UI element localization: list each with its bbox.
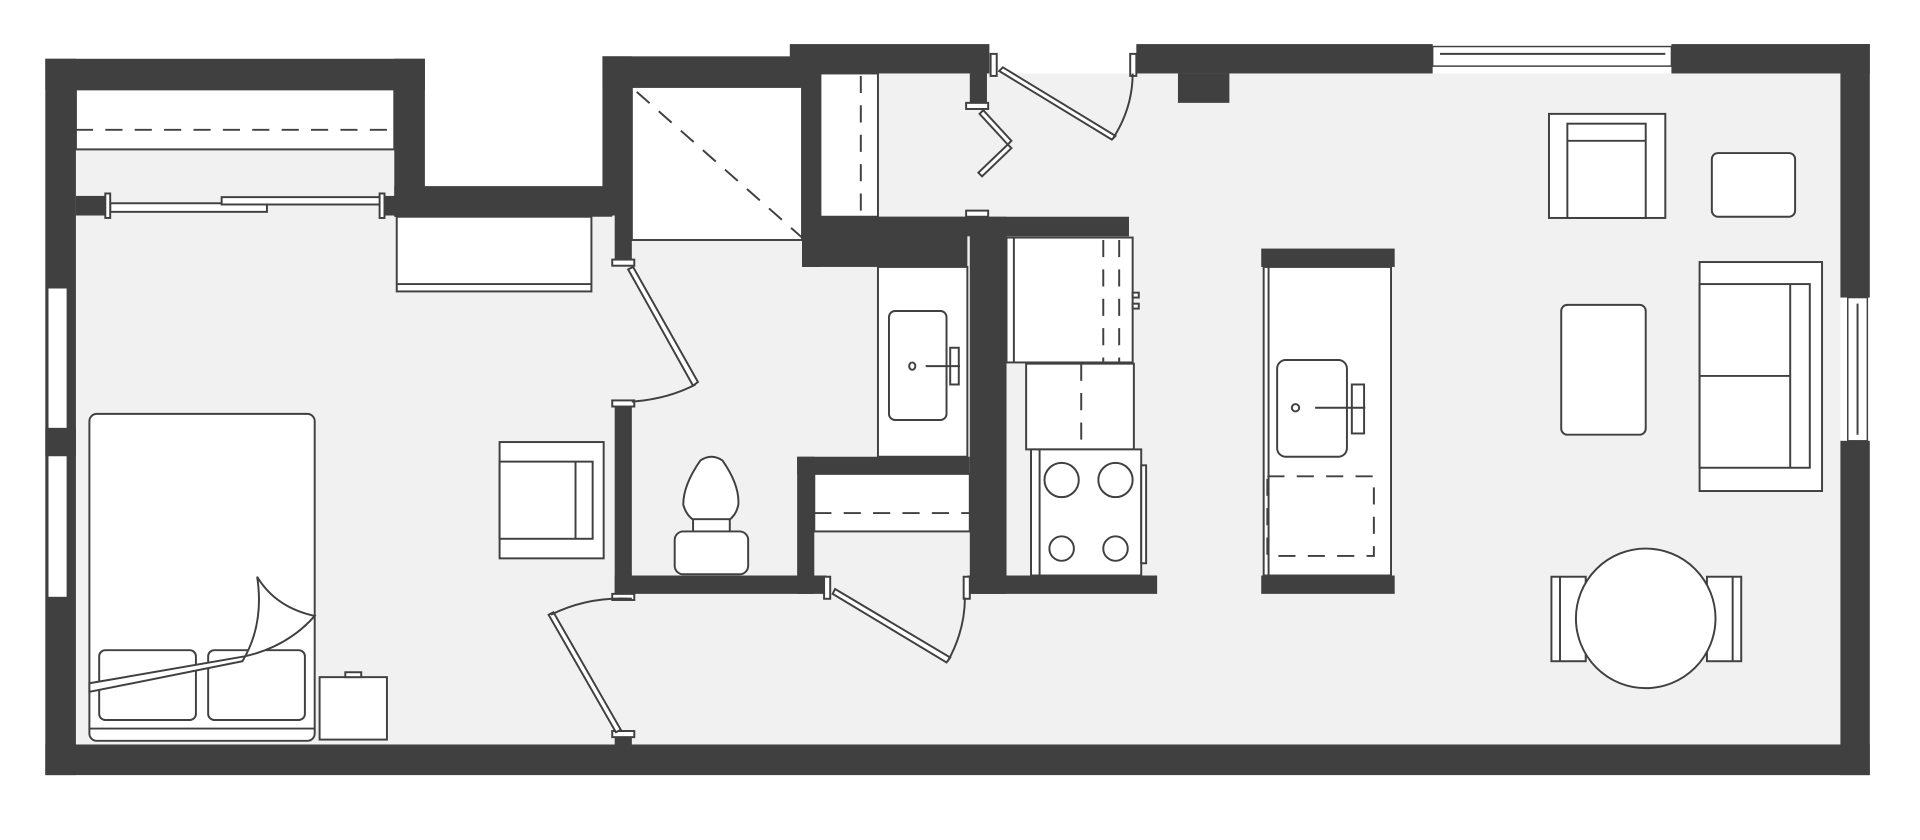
windows: [47, 45, 1869, 599]
laundry-shelf: [813, 472, 971, 533]
bed: [88, 412, 317, 742]
dishwasher: [1025, 362, 1135, 451]
armchair-living: [1548, 112, 1667, 219]
dining-set: [1550, 547, 1743, 690]
kitchen-island: [1261, 248, 1395, 594]
sofa: [1698, 261, 1824, 492]
armchair-bedroom: [498, 441, 605, 560]
shower: [630, 85, 804, 241]
stove: [1030, 448, 1148, 577]
coffee-table: [1560, 303, 1647, 436]
refrigerator: [1005, 236, 1140, 364]
dresser: [395, 215, 593, 293]
nightstand: [318, 676, 388, 741]
toilet: [673, 455, 750, 576]
bathroom-vanity: [876, 265, 969, 458]
walls: [45, 44, 1870, 776]
linen-closet: [819, 72, 879, 218]
side-table: [1710, 152, 1797, 218]
doors: [547, 52, 1138, 739]
